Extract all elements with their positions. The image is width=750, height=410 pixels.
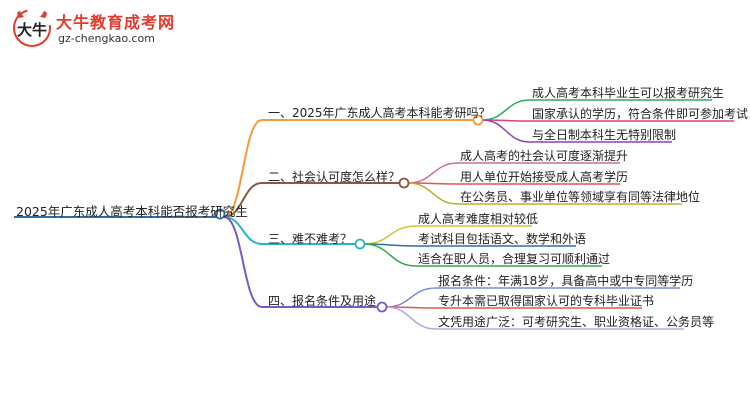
- branch-3-node: [354, 238, 366, 250]
- branch-3-label: 三、难不难考？: [268, 232, 353, 246]
- leaf-4-1-connector: [385, 287, 437, 308]
- leaf-3-1-connector: [363, 225, 417, 245]
- branch-2-connector: [223, 182, 263, 218]
- leaf-3-1: 成人高考难度相对较低: [418, 212, 539, 226]
- leaf-4-1: 报名条件：年满18岁，具备高中或中专同等学历: [438, 274, 694, 288]
- leaf-2-3-connector: [407, 182, 459, 205]
- leaf-1-3: 与全日制本科生无特别限制: [532, 128, 677, 142]
- branch-3-connector: [223, 216, 263, 245]
- branch-4-connector: [223, 216, 263, 308]
- logo-mark-text: 大牛: [17, 21, 47, 39]
- site-url: gz-chengkao.com: [58, 32, 155, 45]
- branch-1-connector: [223, 119, 263, 218]
- leaf-4-3: 文凭用途广泛：可考研究生、职业资格证、公务员等: [438, 315, 715, 329]
- bull-logo-icon: 大牛: [13, 9, 51, 47]
- leaf-3-3-connector: [363, 243, 417, 267]
- leaf-2-3: 在公务员、事业单位等领域享有同等法律地位: [460, 190, 701, 204]
- leaf-2-2: 用人单位开始接受成人高考学历: [460, 170, 629, 184]
- leaf-2-1-connector: [407, 162, 459, 184]
- branch-4-label: 四、报名条件及用途: [268, 294, 377, 308]
- leaf-1-2: 国家承认的学历，符合条件即可参加考试: [532, 107, 749, 121]
- branch-2-node: [398, 177, 410, 189]
- mindmap-root-label: 2025年广东成人高考本科能否报考研究生: [16, 204, 248, 219]
- leaf-1-1: 成人高考本科毕业生可以报考研究生: [532, 86, 725, 100]
- leaf-3-2: 考试科目包括语文、数学和外语: [418, 232, 587, 246]
- branch-1-label: 一、2025年广东成人高考本科能考研吗？: [268, 106, 491, 120]
- leaf-4-2: 专升本需已取得国家认可的专科毕业证书: [438, 294, 655, 308]
- leaf-1-3-connector: [481, 119, 531, 143]
- root-node: [214, 208, 226, 220]
- leaf-4-3-connector: [385, 306, 437, 330]
- site-logo[interactable]: 大牛 大牛教育成考网 gz-chengkao.com: [10, 6, 210, 56]
- site-name: 大牛教育成考网: [56, 13, 176, 32]
- branch-4-node: [376, 301, 388, 313]
- branch-1-node: [472, 114, 484, 126]
- leaf-3-3: 适合在职人员，合理复习可顺利通过: [418, 252, 611, 266]
- leaf-2-1: 成人高考的社会认可度逐渐提升: [460, 149, 629, 163]
- branch-2-label: 二、社会认可度怎么样？: [268, 170, 401, 184]
